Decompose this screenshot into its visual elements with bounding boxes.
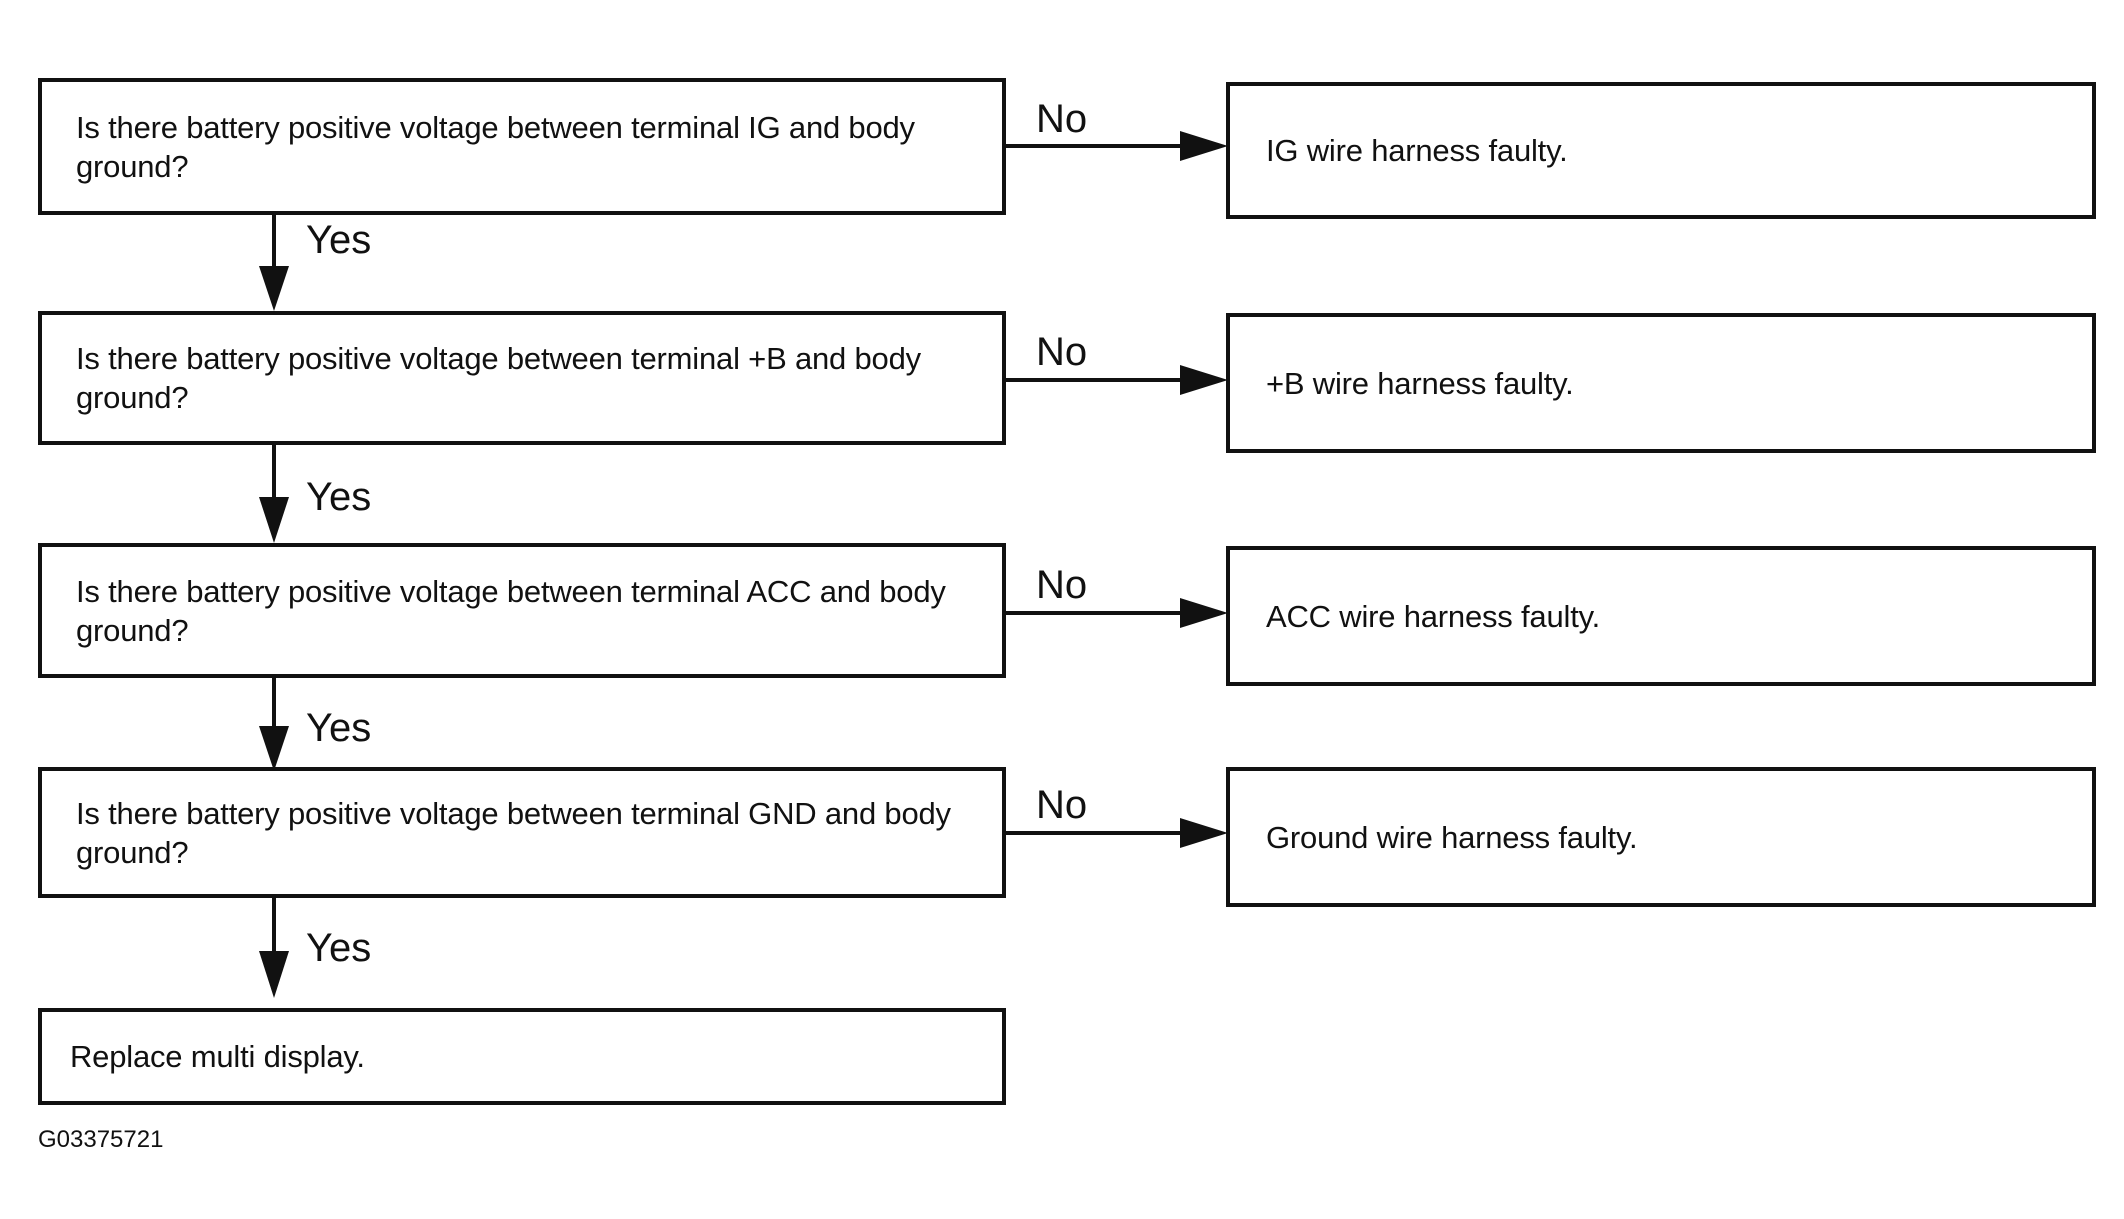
question-text: Is there battery positive voltage betwee…: [76, 341, 921, 415]
question-text: Is there battery positive voltage betwee…: [76, 573, 946, 648]
result-box-b: +B wire harness faulty.: [1226, 313, 2096, 453]
no-arrowhead-1: [1180, 131, 1228, 161]
yes-label: Yes: [306, 706, 372, 750]
question-box-b: Is there battery positive voltage betwee…: [38, 311, 1006, 445]
final-action-box: Replace multi display.: [38, 1008, 1006, 1105]
no-label: No: [1036, 330, 1088, 374]
yes-arrowhead-4: [259, 951, 289, 998]
result-box-acc: ACC wire harness faulty.: [1226, 546, 2096, 686]
figure-code: G03375721: [38, 1126, 164, 1153]
result-text: IG wire harness faulty.: [1266, 133, 1568, 168]
question-box-acc: Is there battery positive voltage betwee…: [38, 543, 1006, 678]
result-text: ACC wire harness faulty.: [1266, 598, 1601, 634]
yes-arrowhead-1: [259, 266, 289, 311]
no-arrowhead-2: [1180, 365, 1228, 395]
no-arrowhead-3: [1180, 598, 1228, 628]
result-box-gnd: Ground wire harness faulty.: [1226, 767, 2096, 907]
yes-label: Yes: [306, 926, 372, 970]
no-arrowhead-4: [1180, 818, 1228, 848]
no-label: No: [1036, 563, 1088, 607]
final-action-text: Replace multi display.: [70, 1039, 365, 1074]
question-text: Is there battery positive voltage betwee…: [76, 795, 951, 870]
no-label: No: [1036, 783, 1088, 827]
result-text: +B wire harness faulty.: [1266, 365, 1574, 401]
no-label: No: [1036, 97, 1088, 141]
yes-label: Yes: [306, 475, 372, 519]
result-box-ig: IG wire harness faulty.: [1226, 82, 2096, 219]
result-text: Ground wire harness faulty.: [1266, 819, 1638, 855]
yes-label: Yes: [306, 218, 372, 262]
question-box-gnd: Is there battery positive voltage betwee…: [38, 767, 1006, 898]
question-box-ig: Is there battery positive voltage betwee…: [38, 78, 1006, 215]
question-text: Is there battery positive voltage betwee…: [76, 109, 915, 184]
yes-arrowhead-2: [259, 497, 289, 543]
yes-arrowhead-3: [259, 726, 289, 771]
